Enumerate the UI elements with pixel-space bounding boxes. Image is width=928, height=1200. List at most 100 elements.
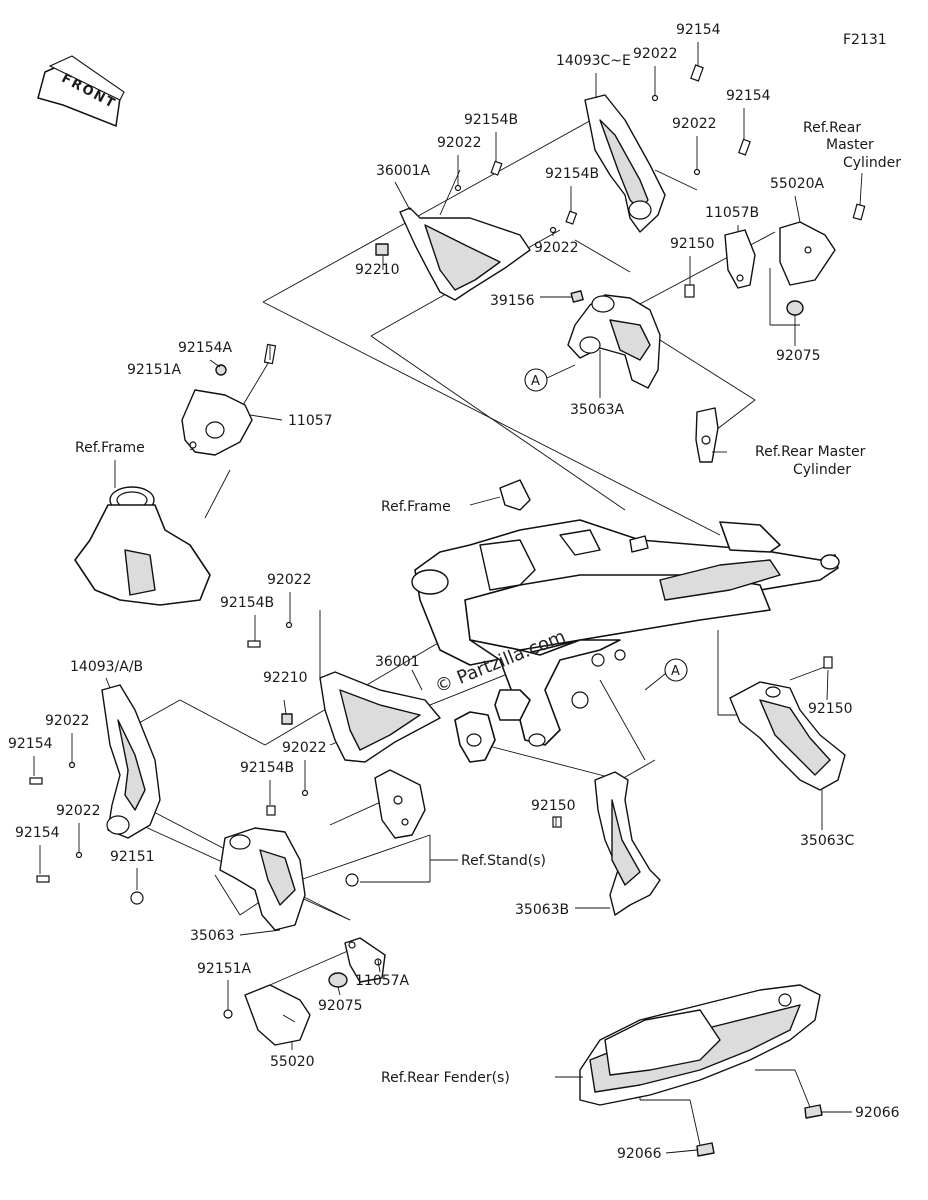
svg-text:A: A	[671, 664, 680, 679]
label-14093c-e: 14093C~E	[556, 53, 631, 69]
bolt-92154-l2	[36, 875, 50, 883]
part-labels: 14093C~E 92154 92022 92154 92022 92154B …	[8, 22, 901, 1162]
label-ref-rear-3: Cylinder	[843, 155, 901, 171]
label-11057b: 11057B	[705, 205, 759, 221]
bolt-92154-top	[690, 64, 704, 82]
label-92022-right: 92022	[672, 116, 717, 132]
label-92075-b: 92075	[318, 998, 363, 1014]
washer-92022-right	[693, 168, 701, 176]
bolt-92154b-a	[490, 160, 503, 176]
bolt-92151	[130, 891, 144, 905]
label-92151a-a: 92151A	[127, 362, 182, 378]
bolt-92150-c	[823, 656, 833, 669]
clip-92066-b	[696, 1142, 715, 1157]
label-ref-rear-b1: Ref.Rear Master	[755, 444, 866, 460]
washer-92022-c	[301, 789, 309, 797]
label-14093: 14093/A/B	[70, 659, 143, 675]
label-ref-rear-1: Ref.Rear	[803, 120, 861, 136]
bracket-35063c	[729, 681, 846, 791]
label-92154b-c: 92154B	[240, 760, 294, 776]
clip-39156	[570, 290, 584, 303]
label-ref-rear-fender: Ref.Rear Fender(s)	[381, 1070, 510, 1086]
label-92154b-a: 92154B	[464, 112, 518, 128]
washer-92022-l1	[68, 761, 76, 769]
bolt-92151a-b	[223, 1009, 233, 1019]
label-55020a: 55020A	[770, 176, 825, 192]
label-36001a: 36001A	[376, 163, 431, 179]
label-leaders	[33, 42, 863, 1154]
label-ref-rear-2: Master	[826, 137, 874, 153]
washer-92022-top	[651, 94, 659, 102]
label-92022-b: 92022	[534, 240, 579, 256]
bolt-92154-right	[738, 138, 751, 156]
label-92022-m: 92022	[267, 572, 312, 588]
nut-92151a-a	[215, 364, 227, 376]
label-92066-b: 92066	[617, 1146, 662, 1162]
label-92154a: 92154A	[178, 340, 233, 356]
label-ref-stands: Ref.Stand(s)	[461, 853, 546, 869]
plate-11057a	[344, 937, 386, 983]
label-92150-c: 92150	[808, 701, 853, 717]
label-36001: 36001	[375, 654, 420, 670]
bolt-92154b-m	[247, 640, 261, 648]
label-92154b-b: 92154B	[545, 166, 599, 182]
label-ref-rear-b2: Cylinder	[793, 462, 851, 478]
guard-55020a	[779, 221, 836, 286]
label-35063: 35063	[190, 928, 235, 944]
nut-92210-a	[375, 243, 389, 256]
rear-fender-ref	[579, 984, 821, 1106]
label-92151: 92151	[110, 849, 155, 865]
bolt-92150-b	[552, 816, 562, 828]
label-35063b: 35063B	[515, 902, 569, 918]
label-92154-l1: 92154	[8, 736, 53, 752]
frame-headstock-ref	[74, 486, 211, 606]
label-92210-b: 92210	[263, 670, 308, 686]
frame-guard-14093c-e	[584, 94, 666, 233]
label-92022-c: 92022	[282, 740, 327, 756]
label-92154-right: 92154	[726, 88, 771, 104]
nut-92210-b	[281, 713, 293, 725]
bracket-11057	[181, 389, 253, 456]
label-92022-top: 92022	[633, 46, 678, 62]
label-ref-frame-b: Ref.Frame	[381, 499, 451, 515]
label-92210-a: 92210	[355, 262, 400, 278]
side-cover-36001	[319, 671, 441, 763]
stand-bracket-ref	[345, 769, 426, 887]
label-92150-b: 92150	[531, 798, 576, 814]
label-35063a: 35063A	[570, 402, 625, 418]
callout-a-frame: A	[664, 658, 688, 682]
callout-a-top: A	[524, 364, 576, 392]
side-cover-36001a	[399, 207, 531, 301]
bolt-ref-master	[852, 203, 866, 221]
label-92154-l2: 92154	[15, 825, 60, 841]
clip-92066-a	[804, 1104, 823, 1119]
svg-text:A: A	[531, 374, 540, 389]
guard-55020	[244, 984, 311, 1046]
bracket-35063b	[594, 771, 661, 916]
label-92151a-b: 92151A	[197, 961, 252, 977]
bolt-92154b-c	[266, 805, 276, 816]
washer-92022-l2	[75, 851, 83, 859]
label-92154-top: 92154	[676, 22, 721, 38]
washer-92022-b	[549, 226, 557, 234]
label-11057: 11057	[288, 413, 333, 429]
collar-92075-a	[786, 300, 804, 316]
bolt-92150-a	[684, 284, 695, 298]
washer-92022-m	[285, 621, 293, 629]
main-frame-ref	[411, 479, 840, 763]
figure-code: F2131	[843, 32, 887, 48]
collar-92075-b	[328, 972, 348, 988]
label-11057a: 11057A	[355, 973, 410, 989]
master-cylinder-ref	[695, 407, 719, 463]
label-92154b-m: 92154B	[220, 595, 274, 611]
frame-guard-14093-a-b	[101, 684, 161, 839]
washer-92022-a	[454, 184, 462, 192]
label-92075-a: 92075	[776, 348, 821, 364]
label-92022-a: 92022	[437, 135, 482, 151]
label-92066-a: 92066	[855, 1105, 900, 1121]
label-39156: 39156	[490, 293, 535, 309]
front-arrow-icon: FRONT	[37, 55, 125, 128]
bracket-35063	[219, 827, 306, 931]
